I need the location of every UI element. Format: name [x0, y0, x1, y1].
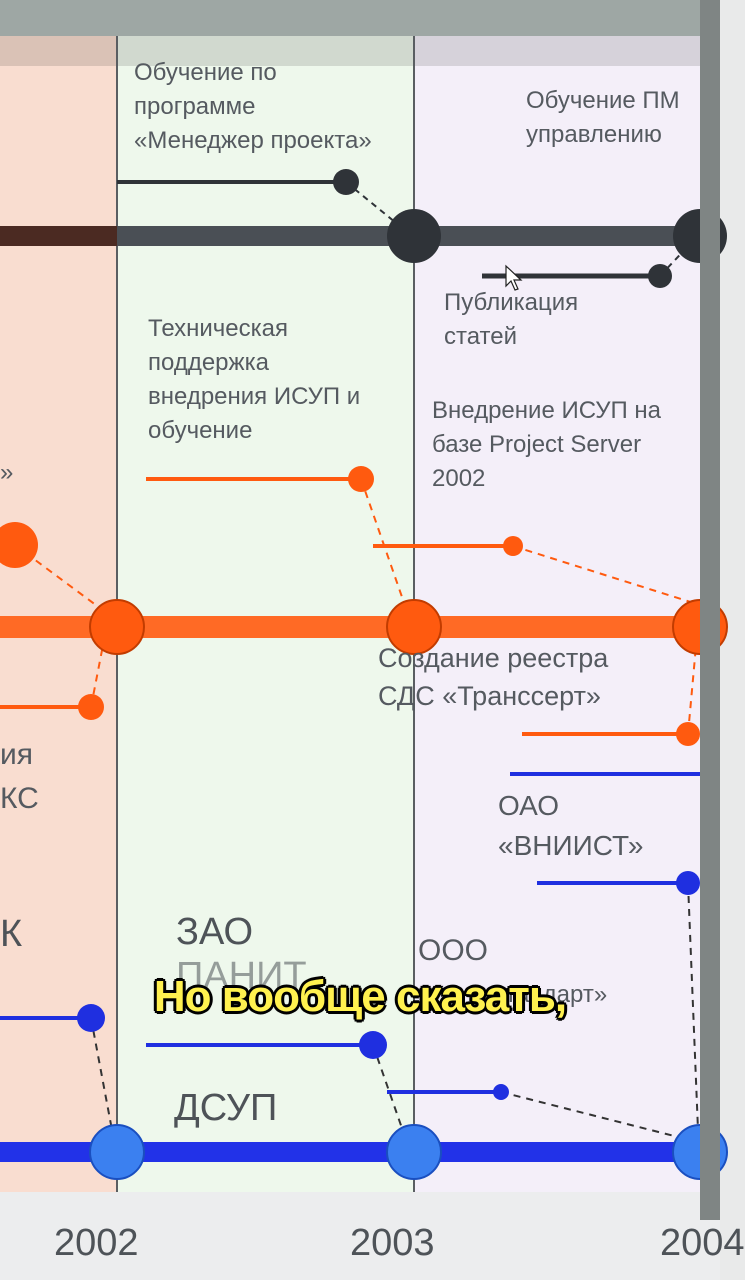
label-left-fragment-3: К — [0, 913, 23, 955]
orange-dot-left — [78, 694, 104, 720]
blue-connector-standard — [500, 1091, 691, 1141]
orange-connector-registry — [687, 645, 697, 735]
label-lanit: ПАНИТ — [176, 955, 307, 997]
blue-node-2003 — [386, 1124, 442, 1180]
label-vniist-1: ОАО — [498, 790, 560, 821]
label-support-1: Техническая — [148, 315, 289, 342]
blue-connector-vniist — [687, 882, 699, 1131]
label-support-2: поддержка — [148, 349, 269, 376]
label-isup-2: базе Project Server — [432, 431, 642, 458]
blue-connector-lanit — [372, 1044, 405, 1135]
year-label-2002: 2002 — [54, 1222, 139, 1264]
label-registry-2: СДС «Транссерт» — [378, 681, 601, 711]
label-registry-1: Создание реестра — [378, 643, 609, 673]
blue-connector-left — [90, 1017, 113, 1131]
label-training-3: «Менеджер проекта» — [134, 127, 372, 154]
cursor-icon — [505, 264, 523, 291]
video-subtitle: Но вообще сказать, — [153, 972, 567, 1021]
dark-node-2003 — [387, 209, 441, 263]
label-training-2: программе — [134, 93, 256, 120]
blue-dot-vniist — [676, 871, 700, 895]
label-standard: Стандарт» — [488, 981, 608, 1008]
label-support-3: внедрения ИСУП и — [148, 383, 361, 410]
label-vniist-2: «ВНИИСТ» — [498, 830, 644, 861]
label-left-fragment-1: ия — [0, 738, 34, 771]
orange-dot-registry — [676, 722, 700, 746]
label-left-fragment-2: КС — [0, 782, 39, 815]
orange-big-dot-left — [0, 522, 38, 568]
blue-node-2002 — [89, 1124, 145, 1180]
window-top-bar — [0, 0, 720, 36]
column-header-strip — [0, 36, 700, 66]
year-label-2003: 2003 — [350, 1222, 435, 1264]
label-pm-training-2: управлению — [526, 121, 662, 148]
dark-dot-publications — [648, 264, 672, 288]
orange-connector-isup — [512, 545, 701, 606]
label-ooo: ООО — [418, 934, 489, 967]
label-pm-training-1: Обучение ПМ — [526, 87, 680, 114]
year-label-2004: 2004 — [660, 1222, 745, 1264]
label-zao: ЗАО — [176, 911, 254, 953]
label-isup-1: Внедрение ИСУП на — [432, 397, 662, 424]
label-left-quote: » — [0, 459, 14, 486]
label-publications-2: статей — [444, 323, 518, 350]
label-training-1: Обучение по — [134, 59, 277, 86]
blue-dot-standard — [493, 1084, 509, 1100]
orange-node-2003 — [386, 599, 442, 655]
orange-dot-isup — [503, 536, 523, 556]
dark-dot-training — [333, 169, 359, 195]
timeline-graphic — [0, 36, 728, 1280]
orange-dot-support — [348, 466, 374, 492]
orange-node-2002 — [89, 599, 145, 655]
label-publications-1: Публикация — [444, 289, 579, 316]
blue-dot-left — [77, 1004, 105, 1032]
orange-connector-left-2 — [90, 639, 105, 708]
blue-dot-lanit — [359, 1031, 387, 1059]
label-support-4: обучение — [148, 417, 253, 444]
window-right-edge — [700, 0, 720, 1220]
axis-band — [0, 1192, 720, 1280]
label-dsup: ДСУП — [174, 1087, 278, 1129]
label-isup-3: 2002 — [432, 465, 486, 492]
